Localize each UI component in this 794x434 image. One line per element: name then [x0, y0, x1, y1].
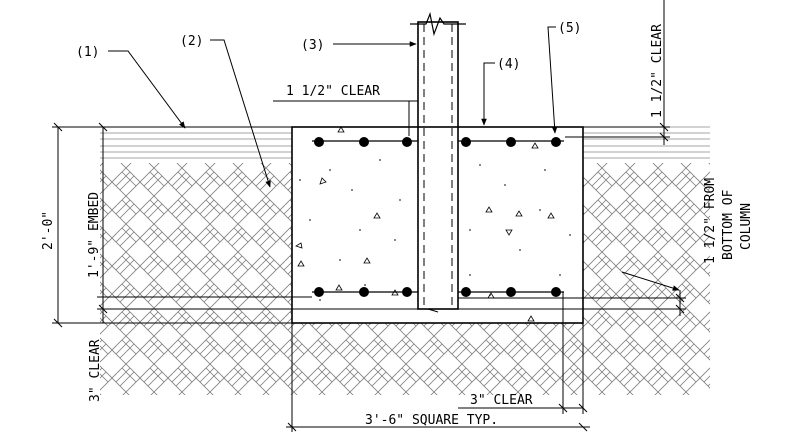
soil-below — [292, 323, 583, 395]
dim-clear-bottom-right — [458, 292, 588, 414]
callout-3: (3) — [301, 38, 324, 53]
dim-clear-top-right — [565, 0, 670, 145]
label-embed: 1'-9" EMBED — [87, 192, 102, 278]
label-from-bottom-3: COLUMN — [739, 203, 754, 250]
label-total-height: 2'-0" — [41, 211, 56, 250]
label-clear-top-right: 1 1/2" CLEAR — [650, 24, 665, 118]
surface-layer — [100, 126, 710, 159]
label-from-bottom-1: 1 1/2" FROM — [703, 178, 718, 264]
rebar-bars — [314, 137, 561, 297]
rebar-lines — [312, 140, 564, 293]
dim-from-bottom — [458, 290, 686, 316]
label-clear-bottom-left: 3" CLEAR — [88, 339, 103, 402]
dim-clear-top-mid — [273, 95, 419, 136]
label-from-bottom-2: BOTTOM OF — [721, 189, 736, 260]
callout-4: (4) — [497, 57, 520, 72]
label-clear-bottom-right: 3" CLEAR — [470, 393, 533, 408]
dim-width — [286, 323, 590, 432]
label-width: 3'-6" SQUARE TYP. — [365, 413, 498, 428]
aggregate-marks — [295, 126, 555, 322]
label-clear-top-mid: 1 1/2" CLEAR — [286, 84, 380, 99]
callout-1: (1) — [76, 45, 99, 60]
soil-right — [583, 163, 710, 395]
dim-clear-bottom-left — [97, 296, 312, 323]
soil-left — [100, 163, 292, 395]
column-hidden-lines — [423, 24, 453, 305]
callout-2: (2) — [180, 34, 203, 49]
callout-5: (5) — [558, 21, 581, 36]
dim-total-height — [52, 122, 292, 328]
leaders — [108, 26, 680, 291]
concrete-speckle — [299, 159, 571, 301]
column-break-symbol — [410, 11, 466, 37]
concrete-footing — [291, 126, 584, 324]
